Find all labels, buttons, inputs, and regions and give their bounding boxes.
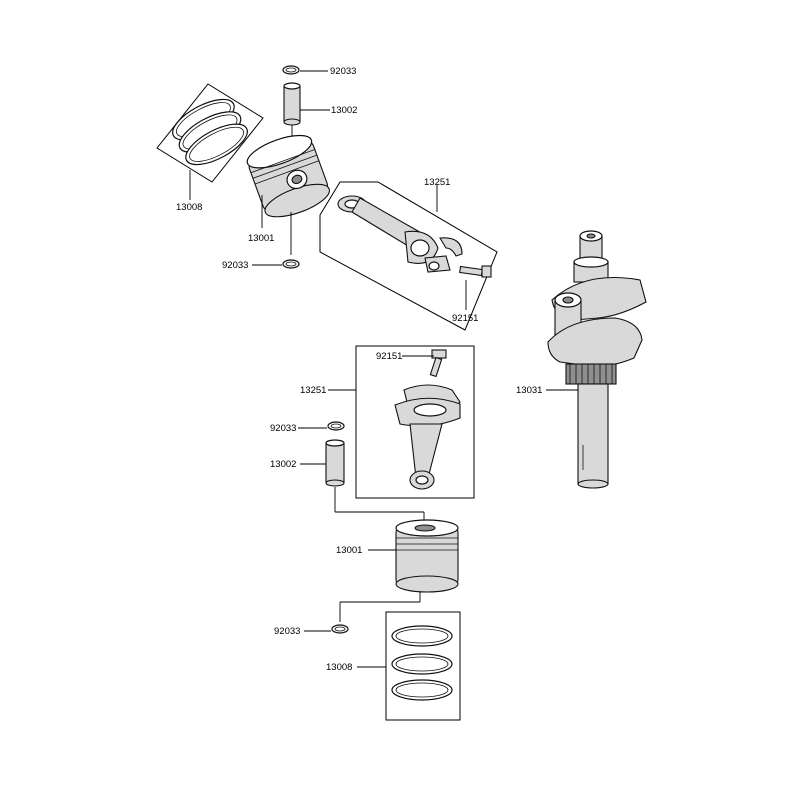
label-upper-bolt: 92151 (452, 313, 478, 324)
label-upper-clip-bottom: 92033 (222, 260, 248, 271)
lower-snap-ring-top (327, 421, 345, 431)
upper-connecting-rod-set (319, 181, 498, 331)
label-lower-clip-top: 92033 (270, 423, 296, 434)
label-upper-rings: 13008 (176, 202, 202, 213)
label-lower-bolt: 92151 (376, 351, 402, 362)
label-lower-pin: 13002 (270, 459, 296, 470)
label-lower-piston: 13001 (336, 545, 362, 556)
crankshaft (547, 230, 647, 489)
label-lower-rings: 13008 (326, 662, 352, 673)
upper-bolt (459, 265, 492, 278)
lower-connecting-rod-set (394, 349, 461, 490)
lower-piston (395, 519, 459, 593)
label-upper-clip-top: 92033 (330, 66, 356, 77)
label-lower-rod: 13251 (300, 385, 326, 396)
lower-bolt (429, 349, 447, 378)
upper-snap-ring-bottom (282, 259, 300, 269)
label-upper-rod: 13251 (424, 177, 450, 188)
upper-snap-ring-top (282, 65, 300, 75)
lower-piston-pin (325, 439, 345, 487)
upper-piston (246, 134, 330, 218)
upper-piston-pin (283, 82, 301, 126)
label-upper-piston: 13001 (248, 233, 274, 244)
label-lower-clip-bottom: 92033 (274, 626, 300, 637)
lower-piston-rings-set (391, 625, 453, 701)
label-crankshaft: 13031 (516, 385, 542, 396)
upper-piston-rings-set (156, 83, 264, 183)
lower-snap-ring-bottom (331, 624, 349, 634)
label-upper-pin: 13002 (331, 105, 357, 116)
